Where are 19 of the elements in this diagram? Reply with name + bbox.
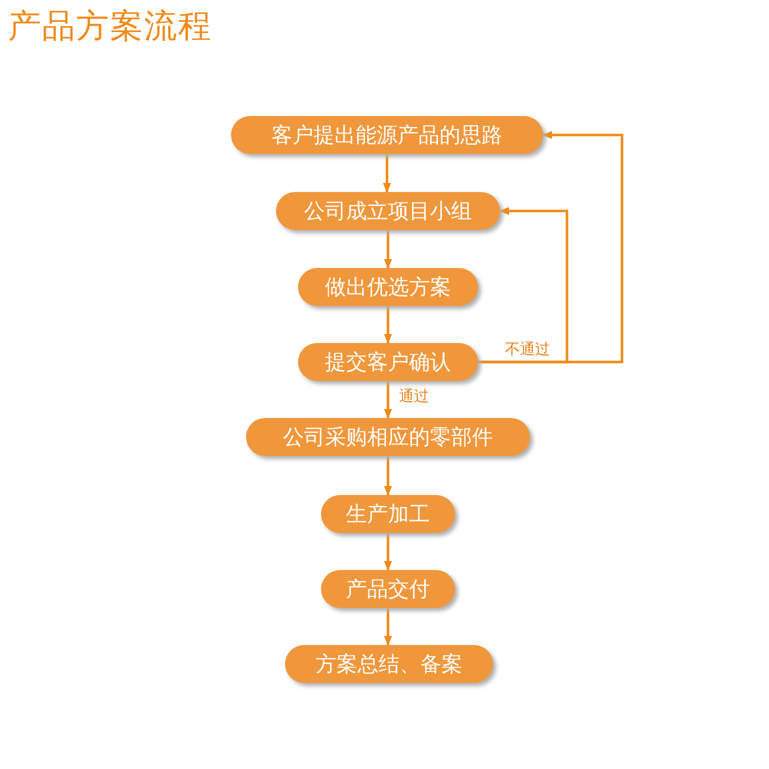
arrow xyxy=(478,131,624,364)
process-box: 做出优选方案 xyxy=(298,268,478,306)
arrow xyxy=(384,230,392,269)
arrow xyxy=(384,456,392,496)
process-box: 客户提出能源产品的思路 xyxy=(231,116,543,154)
process-box: 公司采购相应的零部件 xyxy=(246,418,530,456)
process-box: 产品交付 xyxy=(321,570,455,608)
edge-label: 不通过 xyxy=(504,341,551,358)
process-box: 公司成立项目小组 xyxy=(276,192,500,230)
process-box: 提交客户确认 xyxy=(298,343,478,381)
arrow xyxy=(383,154,391,193)
arrow xyxy=(384,381,392,419)
title: 产品方案流程 xyxy=(8,5,212,47)
edge-label: 通过 xyxy=(398,388,430,404)
arrow xyxy=(384,608,392,646)
arrow xyxy=(384,306,392,344)
process-box: 生产加工 xyxy=(321,495,455,533)
process-box: 方案总结、备案 xyxy=(285,645,493,683)
arrow xyxy=(384,533,392,571)
